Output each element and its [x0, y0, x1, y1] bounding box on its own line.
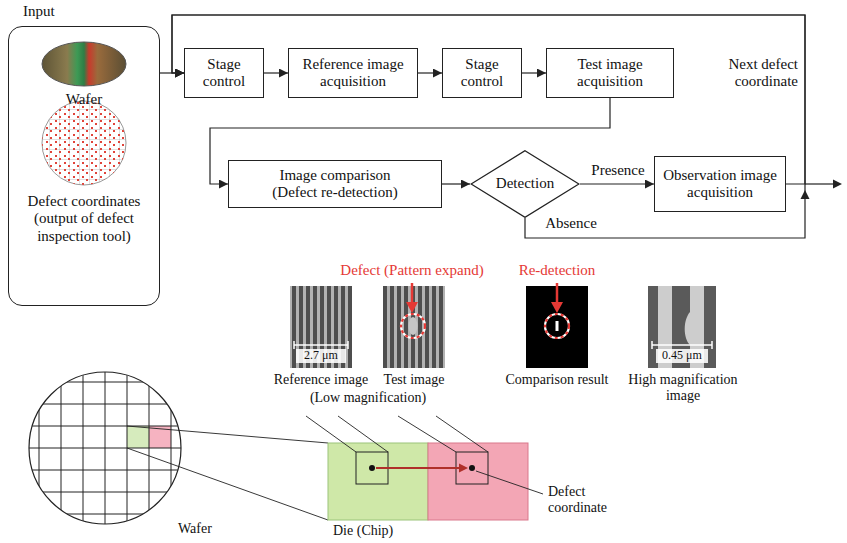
field-leader [398, 416, 456, 452]
scale-bar-tick [651, 341, 653, 349]
caption-label: Defect (Pattern expand) [327, 262, 497, 279]
caption-label: Re-detection [507, 262, 607, 279]
flow-arrow [418, 72, 442, 73]
caption-label: Wafer [178, 521, 228, 537]
pointer-arrowhead [406, 302, 418, 313]
test-die [428, 443, 528, 520]
node-text: Stage control [443, 56, 521, 91]
wafer-photo [42, 42, 126, 86]
grid-lines [20, 360, 190, 540]
node-text: Test image acquisition [547, 56, 673, 91]
die-cell-reference [127, 426, 149, 448]
exit-line [805, 183, 834, 184]
decision-diamond: Detection [470, 150, 580, 218]
edge-label: Presence [586, 162, 650, 179]
edge-label: Absence [540, 215, 602, 232]
zoom-line [127, 426, 328, 443]
defect-circle [401, 314, 425, 338]
item-label: Defect coordinates (output of defect ins… [14, 193, 154, 245]
node-text: Detection [496, 175, 554, 192]
reference-image [290, 286, 352, 368]
flow-arrow [264, 72, 288, 73]
test-field [456, 452, 488, 484]
node-text: Reference image acquisition [289, 56, 417, 91]
flow-arrow [580, 183, 654, 184]
node-text: Image comparison (Defect re-detection) [259, 167, 411, 202]
re-detection-circle [545, 314, 569, 338]
caption-label: (Low magnification) [298, 390, 438, 406]
diamond-shape [471, 151, 579, 218]
coordinate-dot [369, 465, 375, 471]
coordinate-leader [476, 471, 543, 494]
zoom-line [127, 448, 328, 520]
process-box: Stage control [184, 48, 264, 98]
scale-bar-tick [293, 341, 295, 349]
dimension-label: 0.45 μm [656, 349, 708, 363]
flow-arrow [442, 183, 470, 184]
scale-bar [294, 344, 348, 346]
process-box: Observation image acquisition [654, 156, 786, 212]
caption-label: Defect coordinate [548, 484, 628, 516]
field-leader [436, 416, 488, 452]
high-magnification-image [648, 286, 716, 368]
caption-label: Die (Chip) [333, 523, 413, 539]
exit-arrowhead [833, 180, 842, 189]
re-detected-defect [556, 321, 559, 331]
test-image [383, 286, 445, 368]
defect-map-dots [40, 100, 130, 190]
wafer-grid [20, 360, 190, 540]
caption-label: High magnification image [619, 372, 747, 404]
defect-circle [401, 314, 425, 338]
caption-label: Reference image [269, 372, 373, 388]
input-panel: InputWaferDefect coordinates (output of … [8, 26, 160, 306]
node-text: Stage control [185, 56, 263, 91]
caption-label: Test image [379, 372, 449, 388]
caption-label: Comparison result [499, 372, 615, 388]
pointer-arrow [556, 283, 559, 304]
field-leader [306, 416, 356, 452]
edge-label: Next defect coordinate [694, 56, 798, 91]
coordinate-dot [469, 465, 475, 471]
process-box: Image comparison (Defect re-detection) [228, 160, 442, 208]
node-text: Observation image acquisition [659, 167, 781, 202]
flow-arrow [522, 72, 546, 73]
item-label: Wafer [9, 91, 159, 108]
process-box: Stage control [442, 48, 522, 98]
scale-bar-tick [347, 341, 349, 349]
dimension-label: 2.7 μm [296, 349, 346, 363]
re-detection-circle [545, 314, 569, 338]
pointer-arrowhead [551, 302, 563, 313]
scale-bar [652, 344, 712, 346]
panel-heading: Input [23, 3, 93, 20]
reference-die [328, 443, 428, 520]
field-leader [338, 416, 388, 452]
flow-arrow [172, 15, 805, 238]
scale-bar-tick [711, 341, 713, 349]
process-box: Test image acquisition [546, 48, 674, 98]
shift-arrowhead [459, 464, 468, 473]
pointer-arrow [411, 283, 414, 304]
shift-arrow [376, 467, 460, 469]
defect-map-grid [40, 100, 130, 190]
pattern-expand-defect [409, 317, 418, 335]
process-box: Reference image acquisition [288, 48, 418, 98]
